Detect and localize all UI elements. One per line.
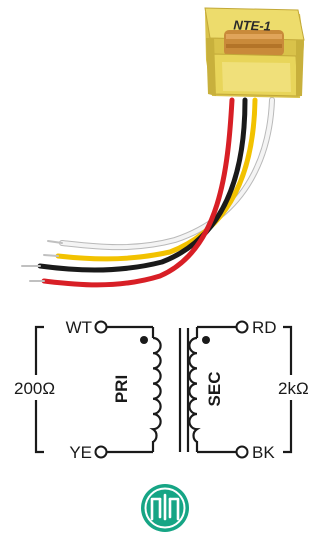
terminal-wt [94, 320, 108, 334]
wire-tips [21, 240, 63, 282]
secondary-polarity-dot [202, 336, 210, 344]
label-pri: PRI [112, 375, 131, 403]
label-rd: RD [252, 318, 277, 337]
transformer-photo: NTE-1 [21, 7, 305, 288]
primary-impedance-bracket [34, 325, 44, 454]
label-sec: SEC [205, 372, 224, 407]
label-wt: WT [66, 318, 92, 337]
wire-red [41, 97, 235, 288]
wire-bundle [37, 97, 275, 288]
label-secondary-impedance: 2kΩ [278, 379, 309, 398]
wire-yellow [55, 97, 258, 262]
terminal-bk [235, 445, 249, 459]
nte-logo [141, 484, 189, 532]
primary-coil [149, 336, 162, 443]
primary-polarity-dot [140, 336, 148, 344]
label-bk: BK [252, 443, 275, 462]
terminal-rd [235, 320, 249, 334]
secondary-impedance-bracket [283, 325, 293, 454]
secondary-coil [188, 336, 201, 443]
label-ye: YE [69, 443, 92, 462]
terminal-ye [94, 445, 108, 459]
core-marking: NTE-1 [233, 17, 271, 33]
label-primary-impedance: 200Ω [14, 379, 55, 398]
transformer-body [204, 7, 305, 98]
wire-black [37, 97, 248, 273]
